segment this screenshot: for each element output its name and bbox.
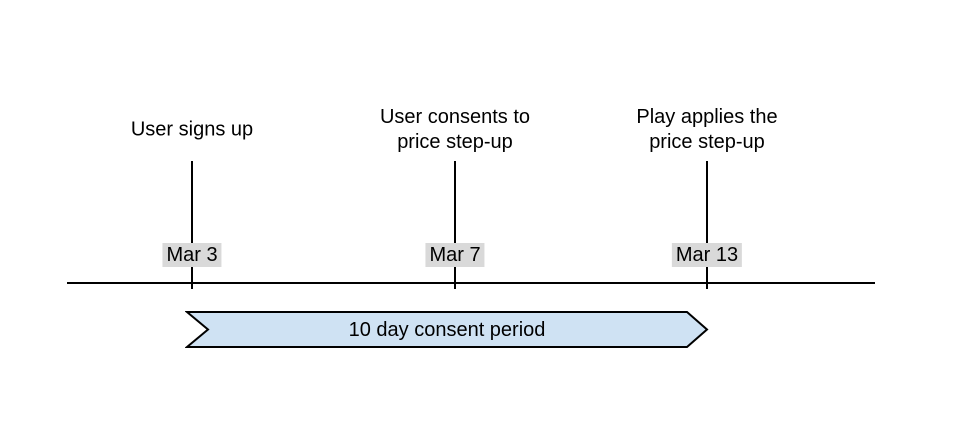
consent-period-banner [185, 311, 709, 348]
consent-period-banner-shape [185, 311, 709, 348]
consent-period-banner-label: 10 day consent period [348, 318, 546, 341]
event-label-consent: User consents to price step-up [379, 106, 531, 153]
event-label-signup: User signs up [130, 118, 254, 141]
event-tick-line [454, 161, 456, 289]
event-tick-line [706, 161, 708, 289]
event-date-chip: Mar 3 [162, 243, 222, 267]
timeline-axis-line [67, 282, 875, 284]
event-date-chip: Mar 7 [425, 243, 485, 267]
event-tick-line [191, 161, 193, 289]
event-label-apply: Play applies the price step-up [636, 106, 778, 153]
event-date-chip: Mar 13 [671, 243, 743, 267]
